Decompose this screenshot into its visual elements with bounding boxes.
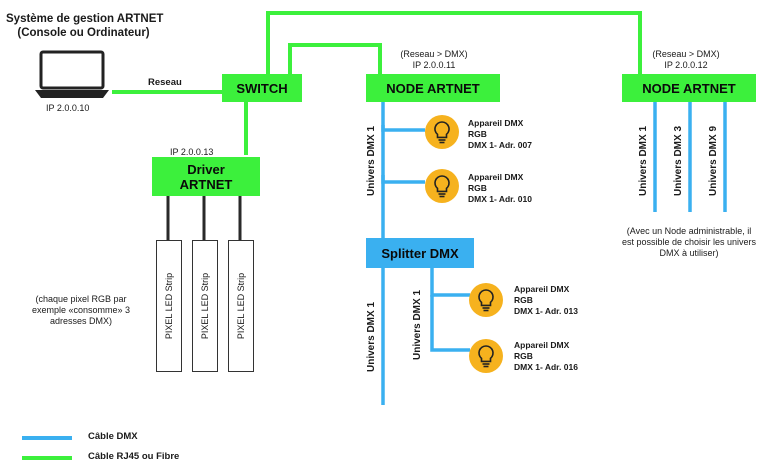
device-name: Appareil DMX — [468, 118, 524, 128]
device-3-label: Appareil DMX RGB DMX 1- Adr. 013 — [514, 284, 578, 317]
pixel-led-strip-label: PIXEL LED Strip — [200, 272, 210, 340]
device-address: DMX 1- Adr. 010 — [468, 194, 532, 204]
device-address: DMX 1- Adr. 007 — [468, 140, 532, 150]
dmx-splitter-out-2 — [430, 268, 470, 297]
pixel-led-strip-label: PIXEL LED Strip — [164, 272, 174, 340]
device-address: DMX 1- Adr. 016 — [514, 362, 578, 372]
splitter-universe-label-1: Univers DMX 1 — [366, 301, 377, 372]
node1-universe-label: Univers DMX 1 — [366, 125, 377, 196]
device-2-label: Appareil DMX RGB DMX 1- Adr. 010 — [468, 172, 532, 205]
bulb-icon — [425, 169, 459, 203]
switch-label: SWITCH — [236, 80, 288, 96]
node2-label: NODE ARTNET — [642, 80, 736, 96]
laptop-icon — [35, 50, 109, 98]
node1-route: (Reseau > DMX) — [400, 49, 468, 59]
driver-box: Driver ARTNET — [152, 157, 260, 196]
device-type: RGB — [468, 183, 487, 193]
node2-universe-9: Univers DMX 9 — [708, 125, 719, 196]
bulb-icon — [469, 283, 503, 317]
pixel-led-strip-2: PIXEL LED Strip — [192, 240, 218, 372]
console-title-line1: Système de gestion ARTNET — [6, 13, 164, 25]
console-title: Système de gestion ARTNET (Console ou Or… — [6, 12, 164, 40]
dmx-splitter-out-2b — [430, 295, 470, 352]
legend-rj45-label: Câble RJ45 ou Fibre — [88, 451, 180, 462]
console-title-line2: (Console ou Ordinateur) — [17, 27, 150, 39]
device-address: DMX 1- Adr. 013 — [514, 306, 578, 316]
device-name: Appareil DMX — [514, 340, 570, 350]
node2-universe-1: Univers DMX 1 — [638, 125, 649, 196]
node2-note-line: DMX à utiliser) — [659, 248, 719, 258]
splitter-label: Splitter DMX — [381, 245, 459, 261]
splitter-universe-label-2: Univers DMX 1 — [412, 289, 423, 360]
device-name: Appareil DMX — [514, 284, 570, 294]
strips-note-line: adresses DMX) — [49, 316, 112, 326]
node2-universe-3: Univers DMX 3 — [673, 125, 684, 196]
reseau-label: Reseau — [148, 77, 182, 88]
driver-label-line1: Driver — [187, 161, 225, 177]
node2-route: (Reseau > DMX) — [652, 49, 720, 59]
bulb-icon — [425, 115, 459, 149]
dmx-to-device-2 — [381, 175, 425, 184]
pixel-led-strip-3: PIXEL LED Strip — [228, 240, 254, 372]
driver-label-line2: ARTNET — [179, 176, 233, 192]
strips-note: (chaque pixel RGB par exemple «consomme»… — [22, 294, 140, 327]
device-type: RGB — [514, 351, 533, 361]
cable-switch-node1 — [288, 43, 382, 76]
legend-rj45-swatch — [22, 456, 72, 460]
node2-note: (Avec un Node administrable, il est poss… — [608, 226, 770, 259]
node1-label: NODE ARTNET — [386, 80, 480, 96]
dmx-to-device-1 — [381, 125, 425, 132]
strips-note-line: (chaque pixel RGB par — [35, 294, 127, 304]
node2-ip: IP 2.0.0.12 — [664, 60, 708, 70]
pixel-led-strip-label: PIXEL LED Strip — [236, 272, 246, 340]
splitter-box: Splitter DMX — [366, 238, 474, 268]
device-1-label: Appareil DMX RGB DMX 1- Adr. 007 — [468, 118, 532, 151]
node2-note-line: est possible de choisir les univers — [621, 237, 757, 247]
console-ip: IP 2.0.0.10 — [46, 103, 90, 113]
pixel-led-strip-1: PIXEL LED Strip — [156, 240, 182, 372]
bulb-icon — [469, 339, 503, 373]
legend-dmx-swatch — [22, 436, 72, 440]
device-name: Appareil DMX — [468, 172, 524, 182]
driver-ip: IP 2.0.0.13 — [170, 147, 214, 157]
node2-note-line: (Avec un Node administrable, il — [626, 226, 752, 236]
strips-note-line: exemple «consomme» 3 — [31, 305, 131, 315]
legend-dmx-label: Câble DMX — [88, 431, 138, 442]
node1-box: NODE ARTNET — [366, 74, 500, 102]
node1-ip: IP 2.0.0.11 — [412, 60, 456, 70]
node2-box: NODE ARTNET — [622, 74, 756, 102]
device-type: RGB — [468, 129, 487, 139]
device-4-label: Appareil DMX RGB DMX 1- Adr. 016 — [514, 340, 578, 373]
device-type: RGB — [514, 295, 533, 305]
cable-switch-node2 — [266, 11, 642, 76]
switch-box: SWITCH — [222, 74, 302, 102]
